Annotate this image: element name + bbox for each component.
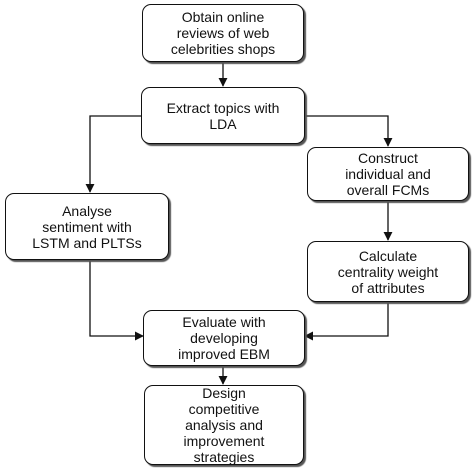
node-line: Extract topics with bbox=[166, 99, 280, 116]
node-line: developing bbox=[190, 330, 258, 346]
node-evaluate-ebm: Evaluate with developing improved EBM bbox=[143, 310, 305, 366]
node-line: LDA bbox=[209, 115, 237, 132]
node-line: analysis and bbox=[185, 417, 263, 433]
node-line: celebrities shops bbox=[170, 41, 276, 57]
node-line: reviews of web bbox=[176, 25, 270, 41]
node-line: centrality weight bbox=[337, 263, 439, 280]
node-obtain-reviews: Obtain online reviews of web celebrities… bbox=[142, 4, 304, 62]
node-line: competitive bbox=[188, 401, 260, 417]
node-line: improvement bbox=[183, 433, 265, 449]
node-extract-topics: Extract topics with LDA bbox=[141, 87, 305, 144]
edge-calculate-evaluate bbox=[304, 302, 389, 341]
edge-extract-analyse bbox=[85, 115, 141, 193]
node-analyse-sentiment: Analyse sentiment with LSTM and PLTSs bbox=[5, 193, 169, 260]
edge-extract-construct bbox=[305, 115, 393, 147]
node-line: LSTM and PLTSs bbox=[32, 234, 142, 251]
node-design-strategies: Design competitive analysis and improvem… bbox=[144, 385, 304, 465]
node-line: Evaluate with bbox=[182, 314, 266, 330]
node-line: overall FCMs bbox=[346, 182, 430, 198]
node-line: Obtain online bbox=[181, 9, 265, 25]
node-line: sentiment with bbox=[42, 218, 132, 235]
node-line: Construct bbox=[358, 150, 418, 166]
node-line: of attributes bbox=[351, 279, 425, 296]
node-construct-fcms: Construct individual and overall FCMs bbox=[307, 147, 469, 201]
node-line: Analyse bbox=[62, 202, 112, 219]
edge-analyse-evaluate bbox=[89, 260, 144, 341]
node-line: individual and bbox=[345, 166, 431, 182]
node-calculate-weight: Calculate centrality weight of attribute… bbox=[307, 241, 469, 302]
node-line: Calculate bbox=[358, 247, 418, 264]
node-line: improved EBM bbox=[178, 346, 270, 362]
node-line: Design bbox=[202, 385, 246, 401]
node-line: strategies bbox=[193, 449, 255, 465]
